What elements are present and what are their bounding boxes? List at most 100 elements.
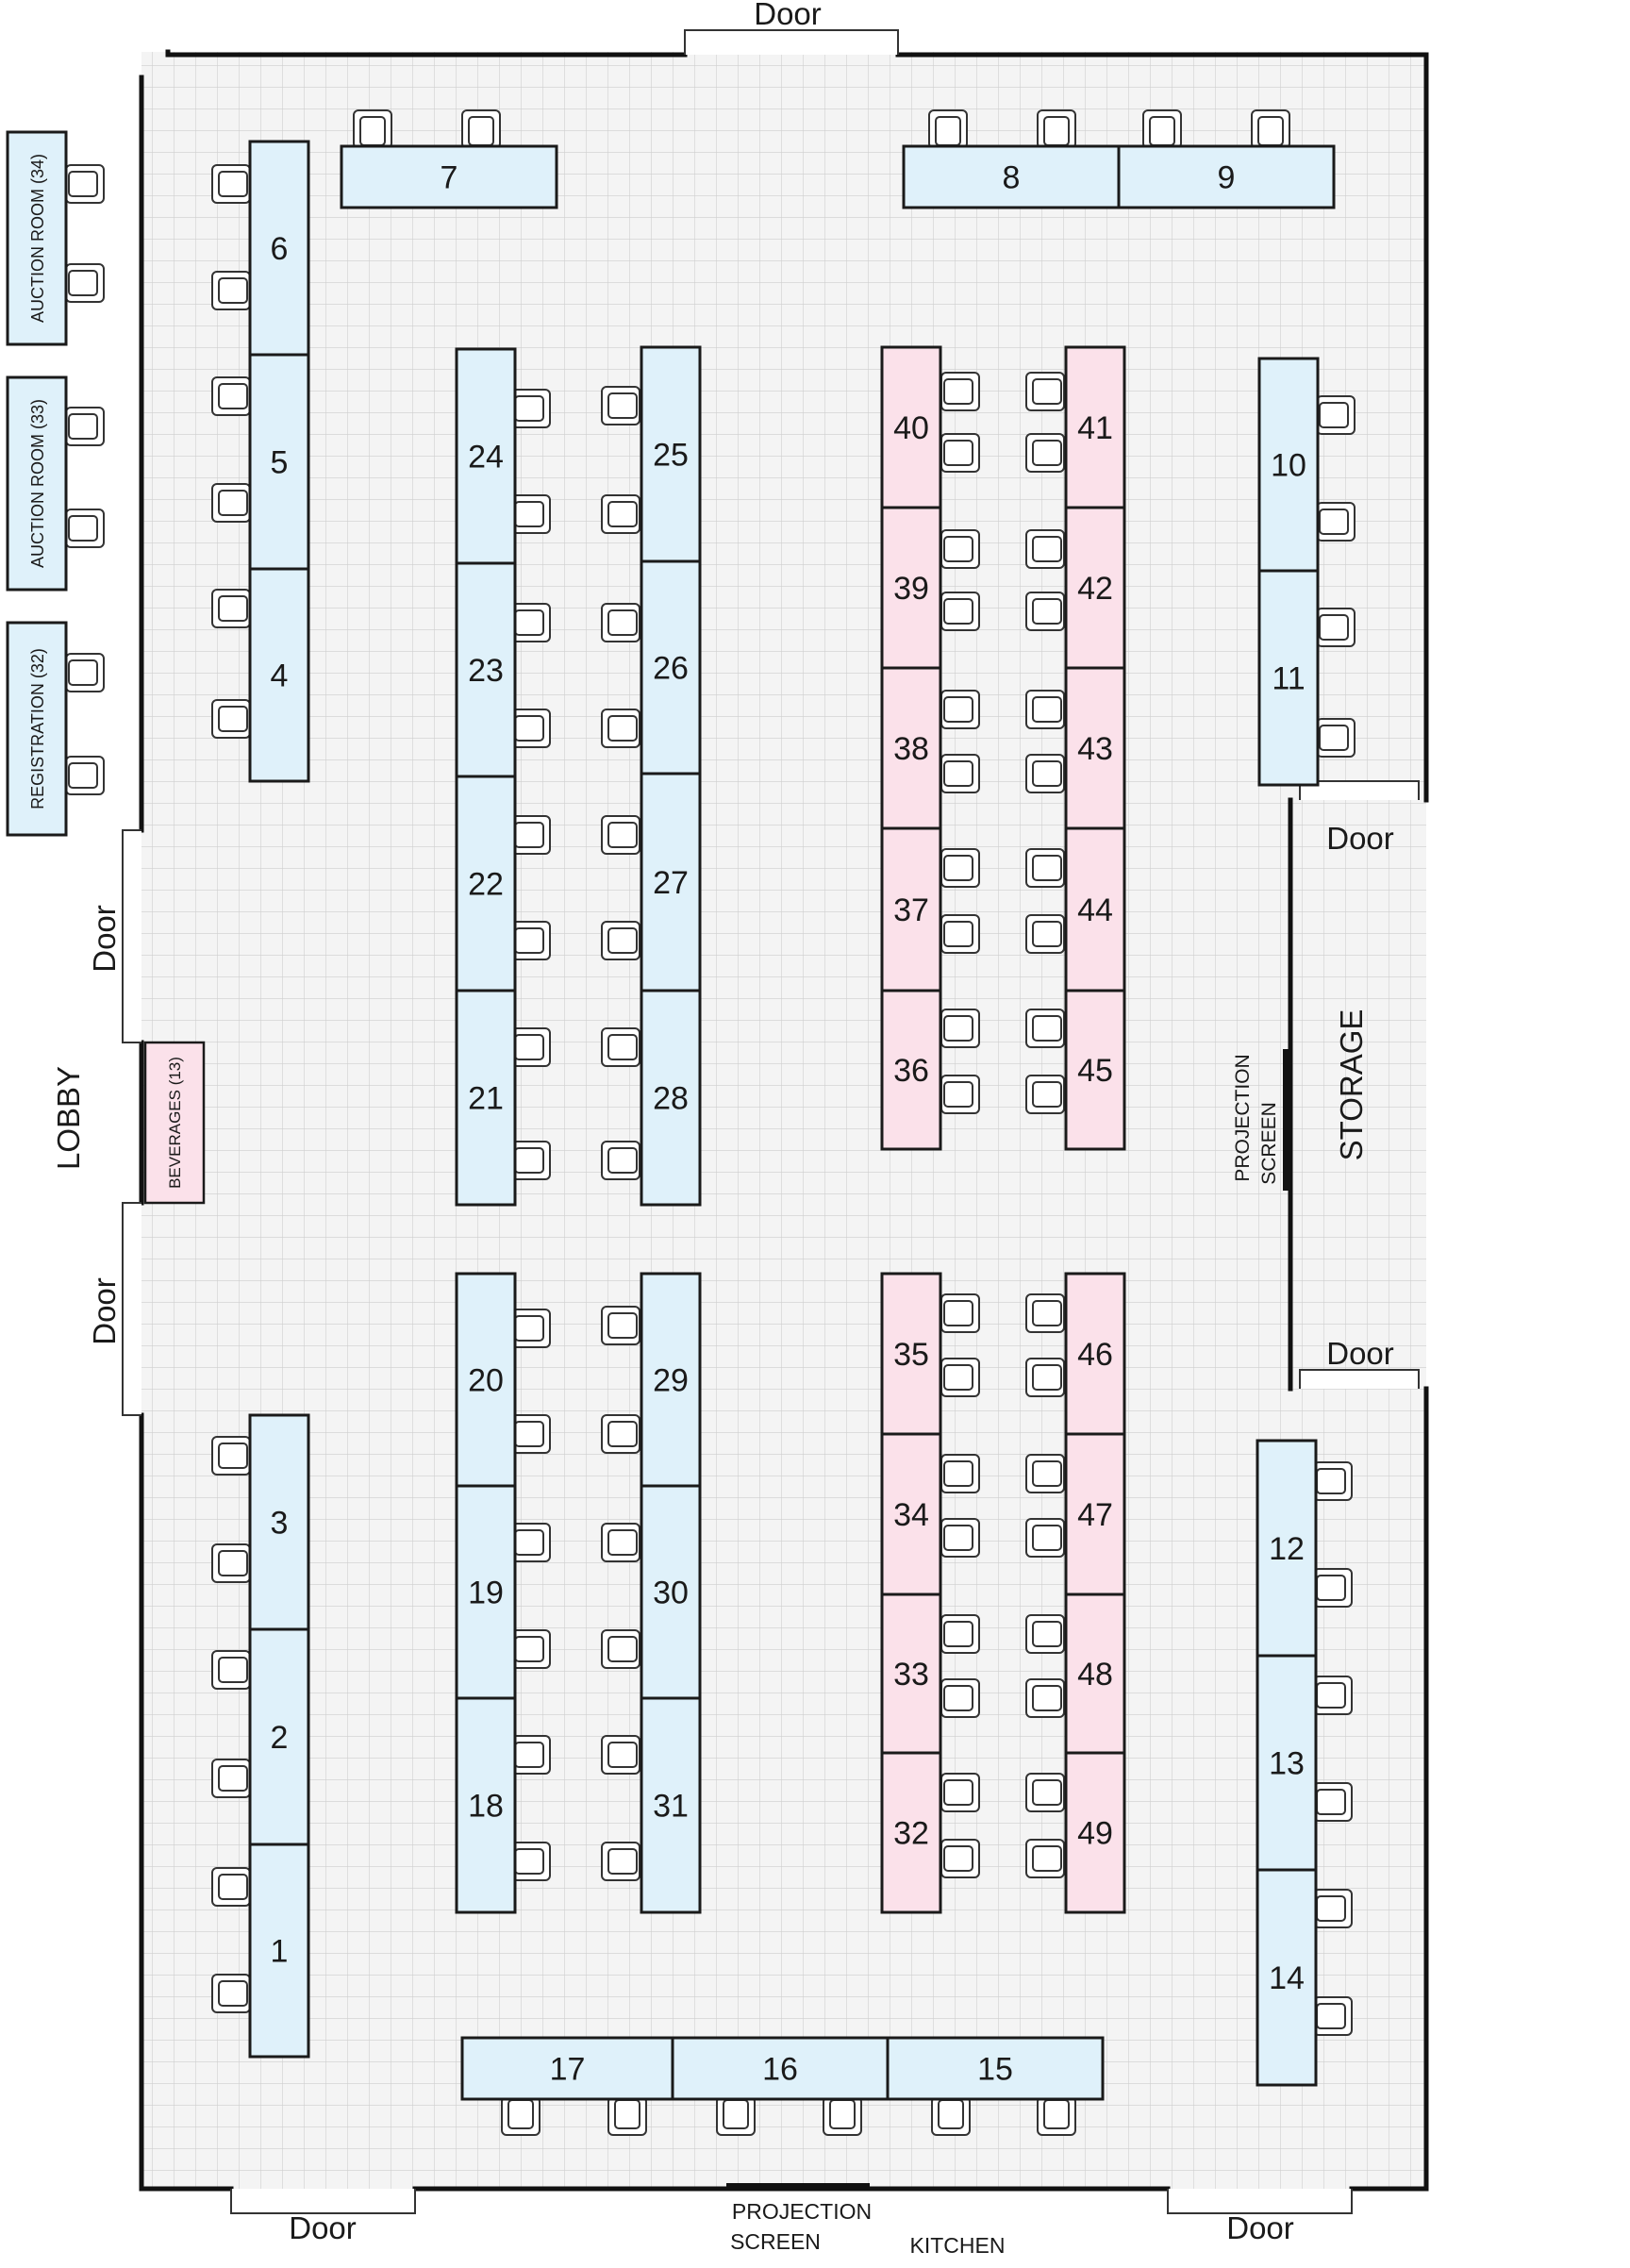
table-20[interactable]: 20 bbox=[455, 1272, 517, 1488]
door-right-lower[interactable] bbox=[1299, 1369, 1420, 1389]
table-number-41: 41 bbox=[1077, 410, 1113, 446]
table-11[interactable]: 11 bbox=[1257, 569, 1320, 787]
table-19[interactable]: 19 bbox=[455, 1484, 517, 1700]
table-number-37: 37 bbox=[893, 892, 929, 928]
table-2[interactable]: 2 bbox=[248, 1627, 310, 1846]
table-40[interactable]: 40 bbox=[880, 345, 942, 509]
table-34[interactable]: 34 bbox=[880, 1432, 942, 1596]
chair bbox=[1025, 1518, 1065, 1558]
table-15[interactable]: 15 bbox=[886, 2036, 1105, 2101]
chair bbox=[1025, 690, 1065, 729]
table-38[interactable]: 38 bbox=[880, 666, 942, 830]
table-6[interactable]: 6 bbox=[248, 140, 310, 357]
chair bbox=[1316, 608, 1356, 647]
table-25[interactable]: 25 bbox=[640, 345, 702, 563]
table-48[interactable]: 48 bbox=[1064, 1593, 1126, 1755]
table-number-22: 22 bbox=[468, 867, 504, 903]
table-17[interactable]: 17 bbox=[460, 2036, 674, 2101]
chair bbox=[940, 1075, 980, 1114]
table-37[interactable]: 37 bbox=[880, 826, 942, 992]
beverages-table[interactable]: BEVERAGES (13) bbox=[143, 1041, 206, 1205]
table-14[interactable]: 14 bbox=[1256, 1868, 1318, 2087]
table-number-21: 21 bbox=[468, 1081, 504, 1117]
door-left-upper[interactable] bbox=[122, 829, 141, 1043]
table-42[interactable]: 42 bbox=[1064, 506, 1126, 670]
table-16[interactable]: 16 bbox=[671, 2036, 890, 2101]
table-22[interactable]: 22 bbox=[455, 775, 517, 992]
table-12[interactable]: 12 bbox=[1256, 1439, 1318, 1658]
chair bbox=[211, 164, 251, 204]
table-43[interactable]: 43 bbox=[1064, 666, 1126, 830]
chair bbox=[1316, 718, 1356, 758]
door-right-upper[interactable] bbox=[1299, 780, 1420, 800]
table-24[interactable]: 24 bbox=[455, 347, 517, 565]
table-number-36: 36 bbox=[893, 1053, 929, 1089]
table-number-9: 9 bbox=[1218, 160, 1236, 196]
table-41[interactable]: 41 bbox=[1064, 345, 1126, 509]
table-27[interactable]: 27 bbox=[640, 772, 702, 992]
table-7[interactable]: 7 bbox=[340, 144, 558, 209]
table-21[interactable]: 21 bbox=[455, 989, 517, 1207]
chair bbox=[211, 589, 251, 628]
chair bbox=[601, 709, 640, 748]
table-8[interactable]: 8 bbox=[902, 144, 1121, 209]
outside-table-2[interactable]: AUCTION ROOM (33) bbox=[6, 375, 68, 592]
table-4[interactable]: 4 bbox=[248, 567, 310, 783]
chair bbox=[601, 1027, 640, 1067]
chair bbox=[511, 1141, 551, 1180]
chair bbox=[211, 699, 251, 739]
table-29[interactable]: 29 bbox=[640, 1272, 702, 1488]
beverages-label: BEVERAGES (13) bbox=[166, 1057, 184, 1189]
table-39[interactable]: 39 bbox=[880, 506, 942, 670]
outside-table-1[interactable]: AUCTION ROOM (34) bbox=[6, 130, 68, 346]
outside-table-3[interactable]: REGISTRATION (32) bbox=[6, 621, 68, 837]
table-44[interactable]: 44 bbox=[1064, 826, 1126, 992]
table-46[interactable]: 46 bbox=[1064, 1272, 1126, 1436]
table-1[interactable]: 1 bbox=[248, 1843, 310, 2059]
table-26[interactable]: 26 bbox=[640, 559, 702, 775]
table-5[interactable]: 5 bbox=[248, 353, 310, 571]
table-45[interactable]: 45 bbox=[1064, 989, 1126, 1151]
table-36[interactable]: 36 bbox=[880, 989, 942, 1151]
table-13[interactable]: 13 bbox=[1256, 1654, 1318, 1872]
table-9[interactable]: 9 bbox=[1117, 144, 1336, 209]
table-number-28: 28 bbox=[653, 1081, 689, 1117]
projection-screen-bottom bbox=[726, 2183, 870, 2191]
table-number-16: 16 bbox=[762, 2052, 798, 2088]
table-31[interactable]: 31 bbox=[640, 1696, 702, 1914]
chair bbox=[601, 1842, 640, 1881]
chair bbox=[511, 815, 551, 855]
chair bbox=[1025, 1009, 1065, 1048]
table-10[interactable]: 10 bbox=[1257, 357, 1320, 573]
chair bbox=[940, 1009, 980, 1048]
chair bbox=[511, 1414, 551, 1454]
table-3[interactable]: 3 bbox=[248, 1413, 310, 1631]
table-49[interactable]: 49 bbox=[1064, 1751, 1126, 1914]
door-left-upper-label: Door bbox=[87, 905, 122, 973]
door-bottom-left[interactable] bbox=[230, 2189, 416, 2214]
table-number-48: 48 bbox=[1077, 1657, 1113, 1693]
door-top[interactable] bbox=[684, 29, 899, 55]
table-28[interactable]: 28 bbox=[640, 989, 702, 1207]
chair bbox=[65, 164, 105, 204]
chair bbox=[601, 603, 640, 642]
door-top-label: Door bbox=[754, 0, 822, 31]
table-23[interactable]: 23 bbox=[455, 561, 517, 778]
table-number-24: 24 bbox=[468, 440, 504, 475]
table-number-34: 34 bbox=[893, 1497, 929, 1533]
table-30[interactable]: 30 bbox=[640, 1484, 702, 1700]
chair bbox=[601, 815, 640, 855]
projection-screen-right bbox=[1283, 1049, 1290, 1191]
door-bottom-right[interactable] bbox=[1167, 2189, 1353, 2214]
chair bbox=[353, 109, 392, 149]
table-35[interactable]: 35 bbox=[880, 1272, 942, 1436]
table-18[interactable]: 18 bbox=[455, 1696, 517, 1914]
table-number-29: 29 bbox=[653, 1363, 689, 1399]
table-47[interactable]: 47 bbox=[1064, 1432, 1126, 1596]
table-33[interactable]: 33 bbox=[880, 1593, 942, 1755]
door-left-lower[interactable] bbox=[122, 1202, 141, 1416]
chair bbox=[940, 914, 980, 954]
table-32[interactable]: 32 bbox=[880, 1751, 942, 1914]
table-number-42: 42 bbox=[1077, 571, 1113, 607]
